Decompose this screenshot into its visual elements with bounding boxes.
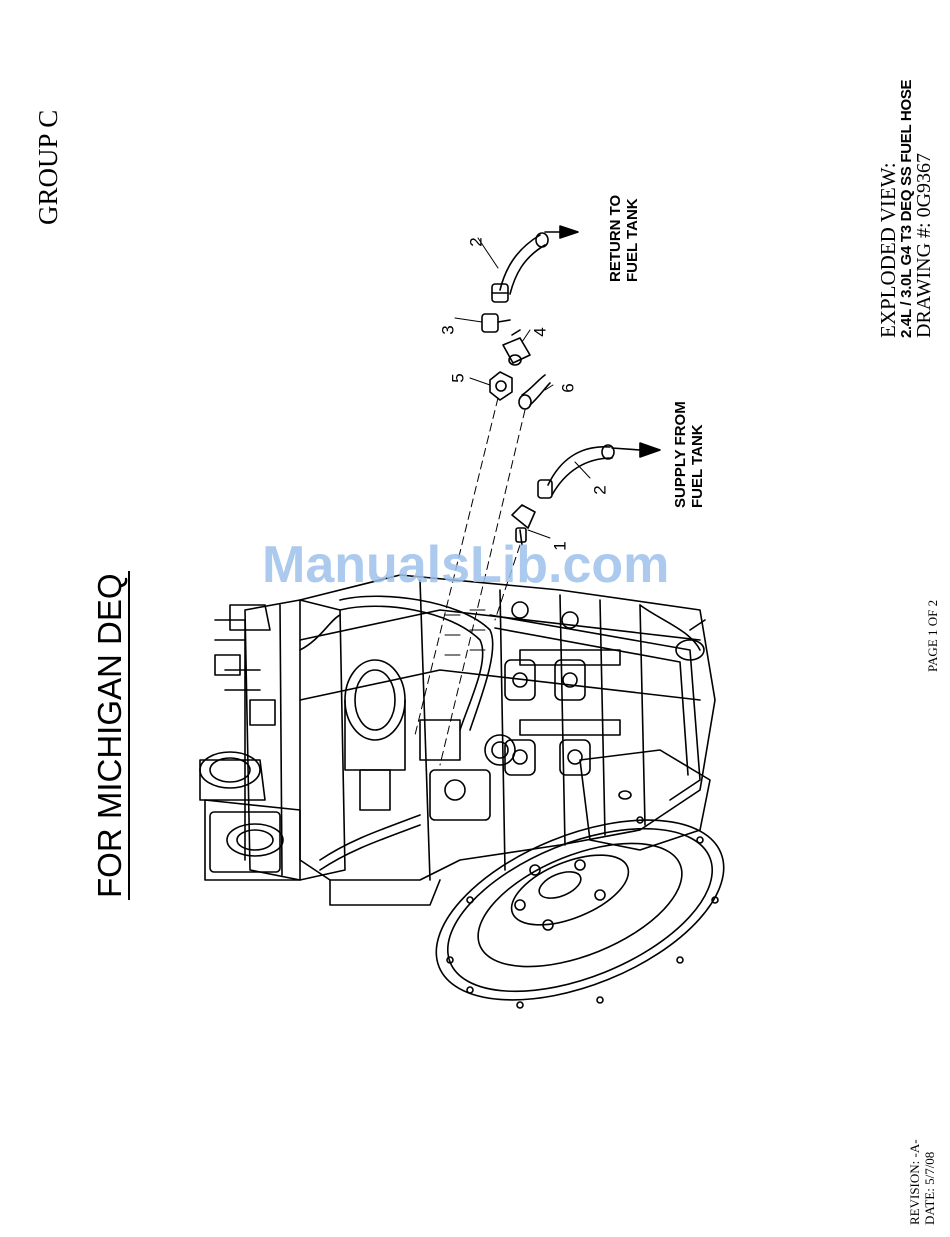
title-line-exploded-view: EXPLODED VIEW: [878,80,899,338]
date-text: DATE: 5/7/08 [923,1139,938,1225]
item-number-2-return: 2 [467,237,487,246]
title-block: EXPLODED VIEW: 2.4L / 3.0L G4 T3 DEQ SS … [878,80,934,338]
engine-block [300,575,715,905]
item-number-2-supply: 2 [591,485,611,494]
part-6-elbow [519,375,550,409]
return-callout-line1: RETURN TO [608,195,625,282]
item-number-4: 4 [531,327,551,336]
supply-callout-line1: SUPPLY FROM [673,401,690,508]
title-line-drawing-number: DRAWING #: 0G9367 [914,80,934,338]
group-label: GROUP C [33,110,64,225]
part-3-fitting [482,314,510,332]
fuel-filter [345,660,460,810]
part-2-return-hose [492,233,548,302]
supply-callout-line2: FUEL TANK [690,401,707,508]
item-number-6: 6 [559,383,579,392]
return-arrow [545,226,578,238]
flywheel-housing [411,784,749,1037]
casting-marks [445,610,485,655]
engine-fuel-lines [215,596,493,870]
cylinder-head [205,600,345,880]
page-title: FOR MICHIGAN DEQ [93,571,130,900]
return-callout-line2: FUEL TANK [625,195,642,282]
part-5-nut [490,372,512,400]
watermark: ManualsLib.com [262,535,669,595]
supply-arrow [612,443,660,457]
supply-callout: SUPPLY FROM FUEL TANK [673,401,706,508]
item-number-3: 3 [439,325,459,334]
title-line-description: 2.4L / 3.0L G4 T3 DEQ SS FUEL HOSE [899,80,914,338]
revision-block: REVISION: -A- DATE: 5/7/08 [908,1139,938,1225]
revision-text: REVISION: -A- [908,1139,923,1225]
page-number: PAGE 1 OF 2 [925,600,941,672]
item-number-5: 5 [449,373,469,382]
return-callout: RETURN TO FUEL TANK [608,195,641,282]
